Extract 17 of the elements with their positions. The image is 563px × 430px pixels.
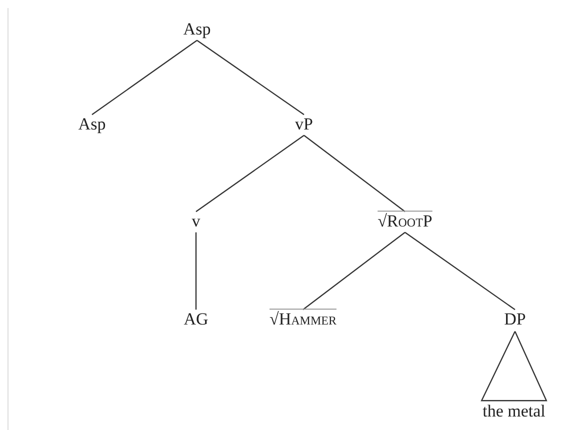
tree-branch: [304, 134, 406, 212]
tree-node-label: Asp: [78, 116, 106, 134]
tree-node-label: √Hammer: [270, 310, 336, 330]
tree-node-label: DP: [504, 310, 526, 330]
tree-branch: [196, 134, 304, 212]
tree-node-label: AG: [184, 310, 208, 330]
tree-branch: [196, 40, 304, 116]
tree-branch: [92, 40, 198, 116]
tree-node-label: Asp: [183, 20, 211, 40]
tree-node-label: v: [192, 212, 200, 232]
tree-node-label: vP: [295, 116, 313, 134]
tree-branch: [302, 232, 406, 310]
triangle-branch: [480, 330, 548, 402]
tree-node-label: √RootP: [378, 212, 432, 232]
tree-branch: [195, 232, 197, 310]
leaf-phrase: the metal: [482, 402, 546, 422]
tree-branch: [404, 232, 516, 310]
